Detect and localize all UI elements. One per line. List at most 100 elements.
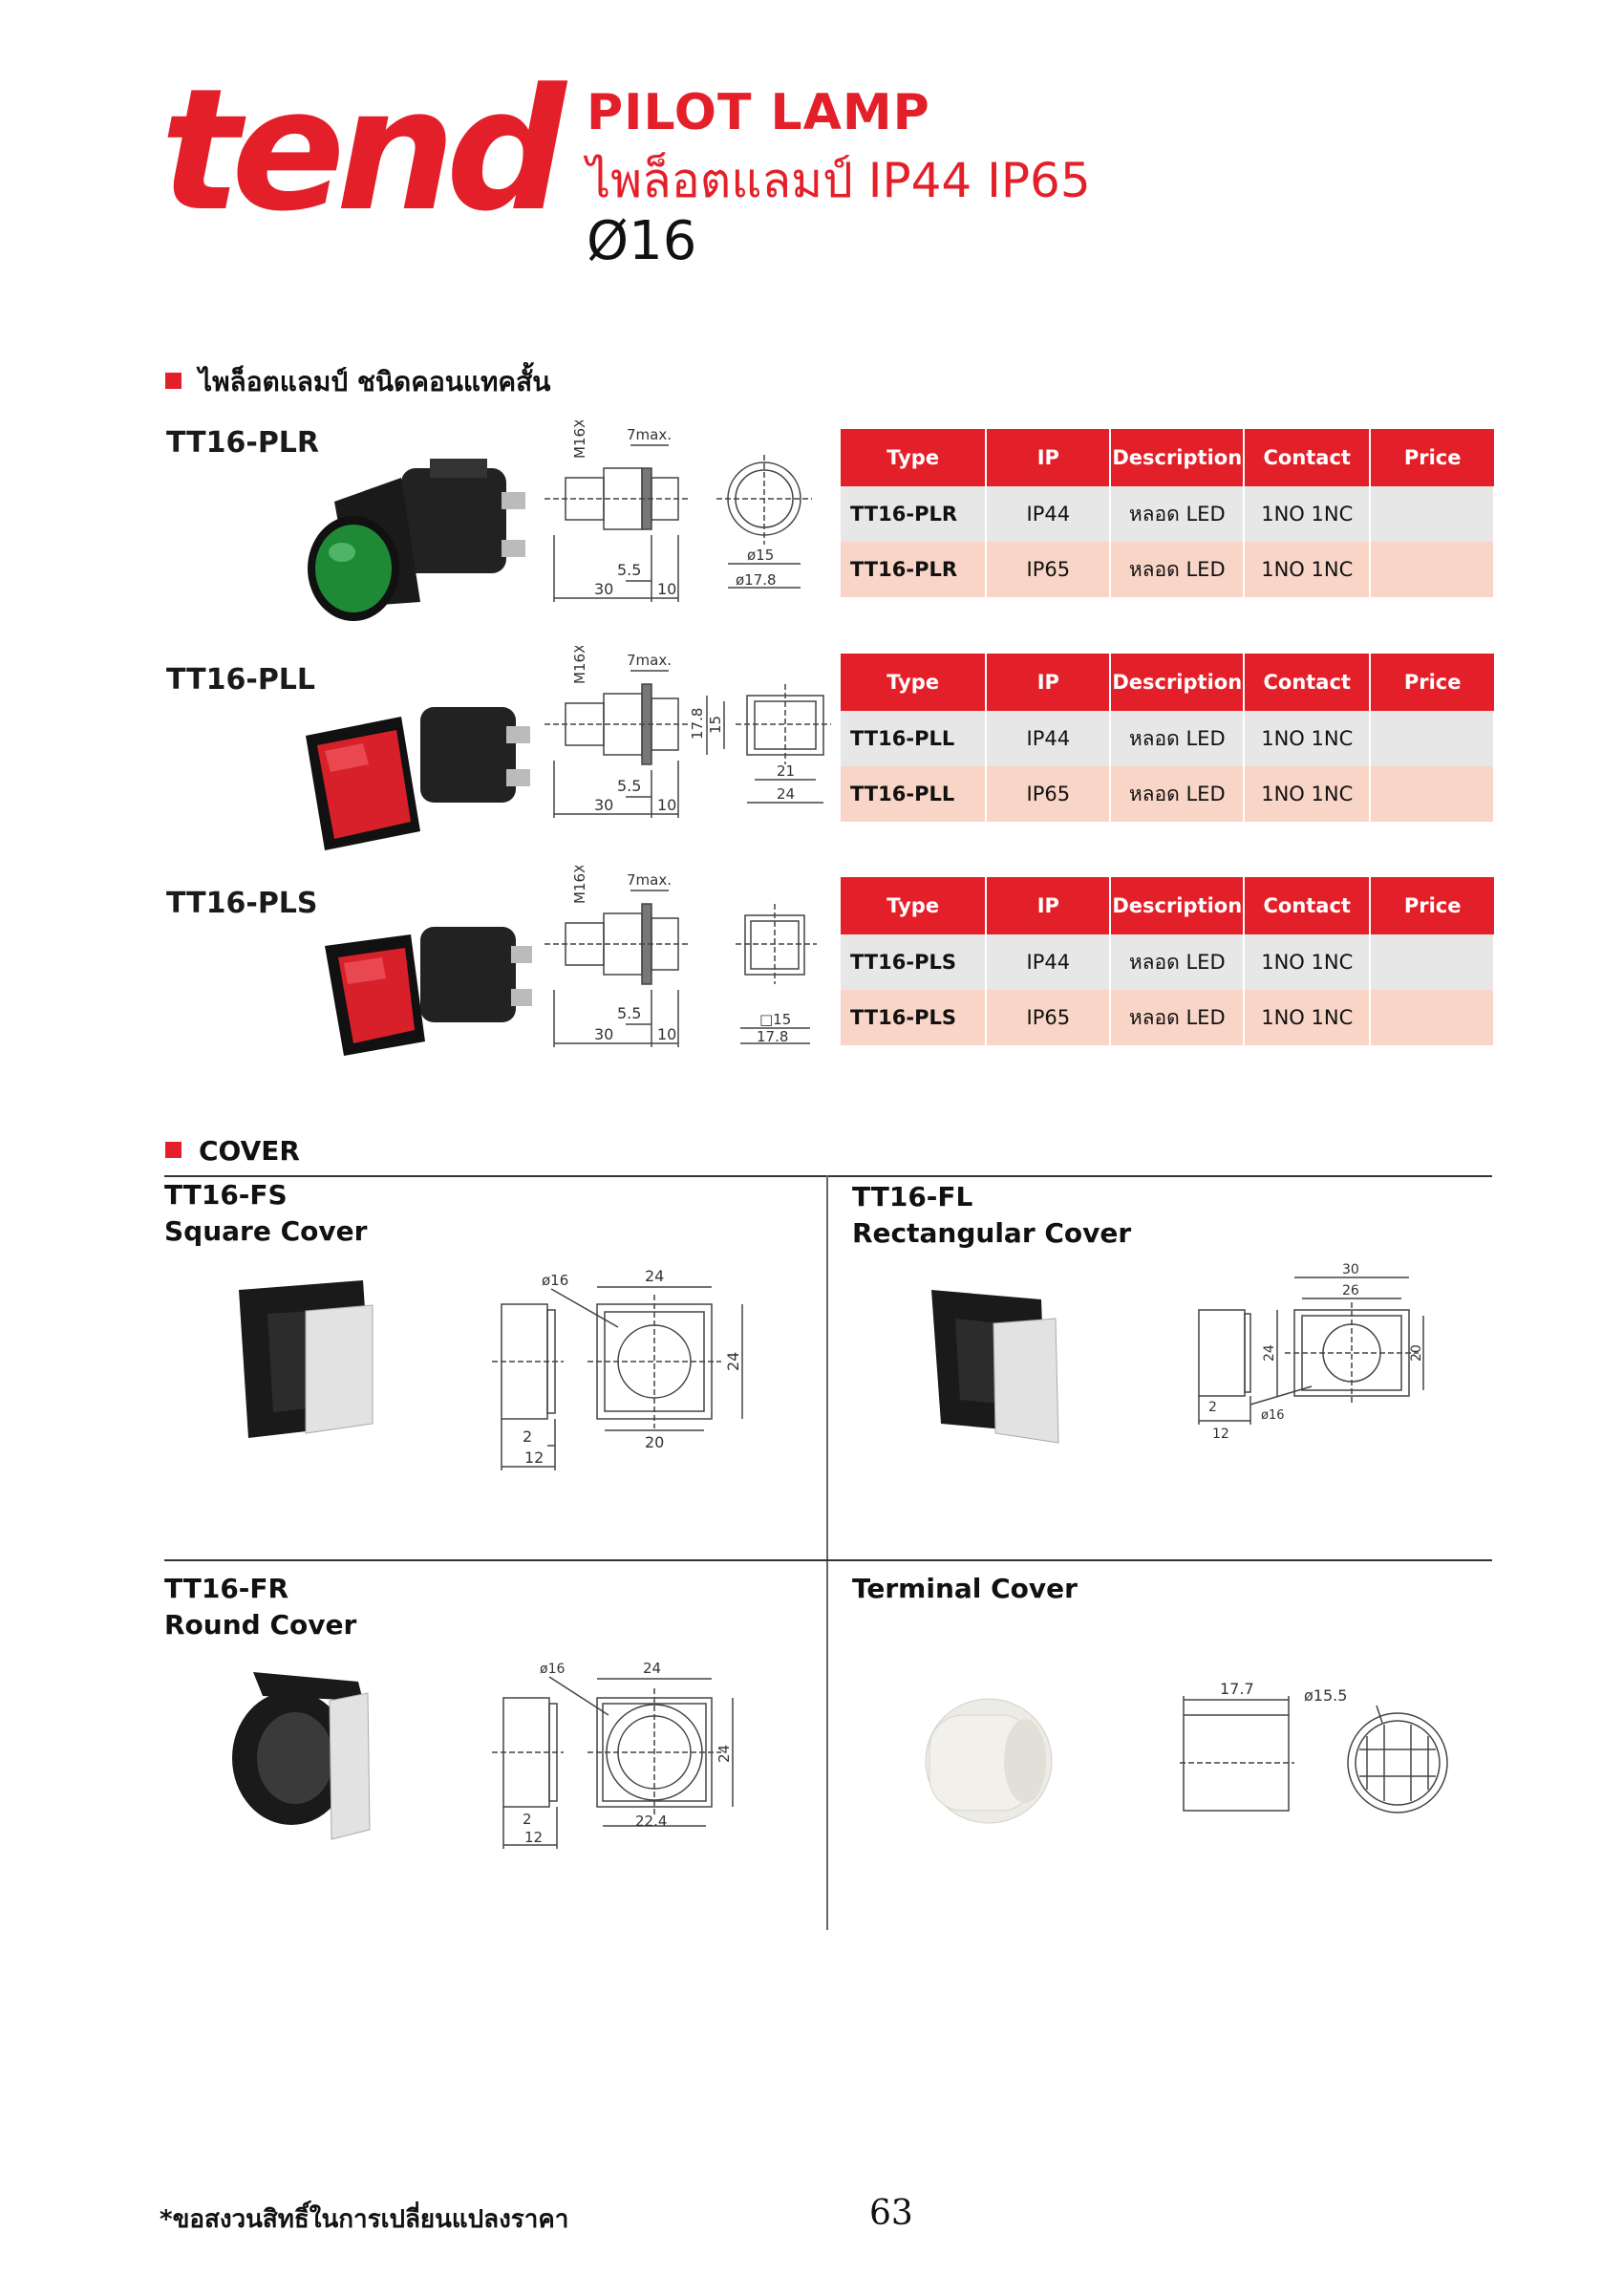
cell-price: [1370, 990, 1495, 1045]
cell-description: หลอด LED: [1110, 990, 1246, 1045]
cover-name: Square Cover: [164, 1215, 368, 1247]
cover-drawing-rectangular: 30 26 24 20 2 12 ø16: [1198, 1262, 1424, 1442]
col-header: Price: [1370, 654, 1494, 711]
table-header-row: Type IP Description Contact Price: [841, 877, 1494, 934]
cover-drawing-square: ø16 24 24 20 2 12: [492, 1267, 743, 1470]
cell-description: หลอด LED: [1110, 934, 1246, 990]
dim-max: 7max.: [627, 426, 672, 443]
footer-note: *ขอสงวนสิทธิ์ในการเปลี่ยนแปลงราคา: [160, 2205, 569, 2234]
dim-top: 24: [645, 1267, 664, 1285]
col-header: Contact: [1244, 877, 1372, 934]
lamp-drawing-rectangular: M16X1 7max. 5.5 30 10 17.8 15 21 24: [545, 646, 831, 818]
terminal-cover-photo: [925, 1698, 1053, 1824]
cell-description: หลอด LED: [1110, 542, 1246, 597]
dim-h1: 17.8: [689, 708, 706, 740]
table-row: TT16-PLR IP65 หลอด LED 1NO 1NC: [841, 542, 1495, 597]
col-header: Price: [1370, 429, 1494, 486]
dim-d: ø16: [1261, 1408, 1285, 1423]
dim-h2: 20: [1409, 1344, 1424, 1362]
col-header: Type: [841, 654, 988, 711]
dim-b: 12: [1212, 1427, 1229, 1442]
cell-ip: IP44: [986, 711, 1112, 766]
table-row: TT16-PLL IP65 หลอด LED 1NO 1NC: [841, 766, 1495, 822]
dim-bottom: 22.4: [635, 1813, 667, 1830]
cover-photo-round: [232, 1672, 371, 1840]
dim-thread: M16X1: [571, 420, 588, 459]
col-header: IP: [986, 429, 1112, 486]
dim-b: 12: [524, 1829, 543, 1846]
dim-a: 2: [1208, 1400, 1217, 1415]
spec-table: Type IP Description Contact Price TT16-P…: [841, 877, 1495, 1045]
cell-ip: IP44: [986, 934, 1112, 990]
cover-title: TT16-FS Square Cover: [164, 1177, 367, 1250]
section-title: ไพล็อตแลมป์ ชนิดคอนแทคสั้น: [199, 366, 551, 397]
dim-max: 7max.: [627, 652, 672, 669]
cell-price: [1370, 934, 1495, 990]
cell-type: TT16-PLS: [841, 934, 988, 990]
dim-a: 5.5: [617, 1004, 641, 1022]
cell-ip: IP65: [986, 990, 1112, 1045]
dim-d: □15: [759, 1011, 791, 1028]
divider: [164, 1559, 1492, 1561]
section-heading-lamps: ไพล็อตแลมป์ ชนิดคอนแทคสั้น: [165, 361, 550, 403]
dim-b: 30: [594, 1025, 613, 1043]
cell-price: [1370, 542, 1495, 597]
cover-name: Round Cover: [164, 1609, 357, 1641]
cover-code: TT16-FR: [164, 1573, 289, 1604]
dim-c: 10: [657, 580, 676, 598]
cell-contact: 1NO 1NC: [1244, 542, 1372, 597]
model-label: TT16-PLL: [166, 663, 316, 697]
cover-code: TT16-FL: [852, 1181, 973, 1212]
cell-contact: 1NO 1NC: [1244, 486, 1372, 542]
terminal-cover-drawing: 17.7 ø15.5: [1180, 1680, 1448, 1813]
dim-a: 2: [523, 1811, 532, 1828]
cover-name: Terminal Cover: [852, 1573, 1078, 1604]
cell-description: หลอด LED: [1110, 766, 1246, 822]
cover-title: Terminal Cover: [852, 1571, 1078, 1607]
table-header-row: Type IP Description Contact Price: [841, 429, 1494, 486]
col-header: Price: [1370, 877, 1494, 934]
dim-side: 24: [715, 1745, 733, 1763]
cell-price: [1370, 711, 1495, 766]
col-header: Type: [841, 429, 988, 486]
lamp-lens: [338, 948, 415, 1043]
cover-title: TT16-FR Round Cover: [164, 1571, 356, 1643]
dim-thread: M16X1: [571, 646, 588, 684]
lamp-drawing-square: M16X1 7max. 5.5 30 10 □15 17.8: [545, 866, 817, 1047]
table-row: TT16-PLS IP65 หลอด LED 1NO 1NC: [841, 990, 1495, 1045]
cell-ip: IP65: [986, 766, 1112, 822]
brand-logo: tend: [160, 53, 566, 248]
dim-h1: 24: [1262, 1344, 1277, 1362]
cover-name: Rectangular Cover: [852, 1217, 1132, 1249]
cover-code: TT16-FS: [164, 1179, 288, 1211]
divider: [164, 1175, 1492, 1177]
dim-bottom: 20: [645, 1433, 664, 1451]
dim-b: 30: [594, 580, 613, 598]
dim-dia: ø15.5: [1304, 1686, 1347, 1705]
cell-type: TT16-PLR: [841, 486, 988, 542]
col-header: IP: [986, 654, 1112, 711]
lamp-photo-round: [308, 459, 525, 621]
dim-top: 24: [643, 1660, 661, 1677]
section-title: COVER: [199, 1135, 300, 1167]
dim-c: 10: [657, 796, 676, 814]
dim-b: 12: [524, 1448, 544, 1467]
cell-ip: IP44: [986, 486, 1112, 542]
col-header: Description: [1110, 429, 1246, 486]
cell-contact: 1NO 1NC: [1244, 934, 1372, 990]
dim-w1: 21: [777, 762, 795, 780]
lamp-photo-square: [325, 927, 532, 1056]
dim-side: 24: [724, 1352, 742, 1371]
cell-type: TT16-PLS: [841, 990, 988, 1045]
spec-table: Type IP Description Contact Price TT16-P…: [841, 429, 1495, 597]
lamp-photo-rectangular: [306, 707, 530, 850]
dim-c: 10: [657, 1025, 676, 1043]
table-row: TT16-PLR IP44 หลอด LED 1NO 1NC: [841, 486, 1495, 542]
dim-e: 17.8: [757, 1028, 788, 1045]
col-header: Contact: [1244, 429, 1372, 486]
page-subtitle: ไพล็อตแลมป์ IP44 IP65: [587, 153, 1091, 208]
dim-w2: 24: [777, 785, 795, 803]
divider-vertical: [826, 1175, 828, 1930]
dim-top2: 26: [1342, 1283, 1359, 1298]
col-header: Description: [1110, 877, 1246, 934]
